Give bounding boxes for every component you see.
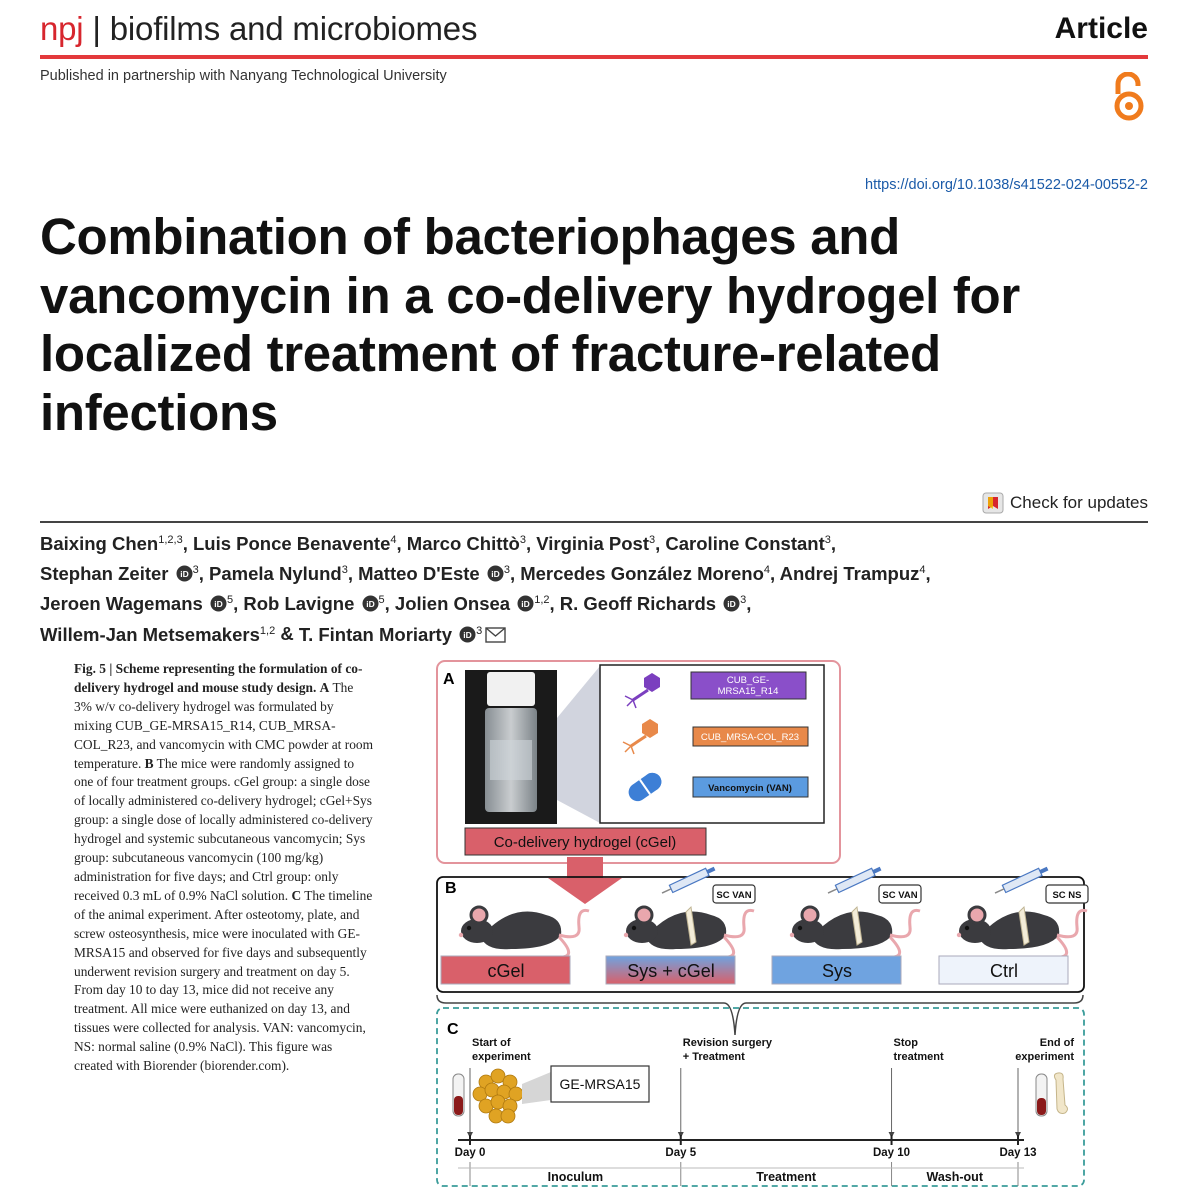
author[interactable]: Caroline Constant3 xyxy=(665,533,830,554)
author-name: R. Geoff Richards xyxy=(559,593,717,615)
title-line: Combination of bacteriophages and xyxy=(40,208,900,265)
authors-rule xyxy=(40,521,1148,523)
author[interactable]: Andrej Trampuz4 xyxy=(780,563,926,584)
svg-text:iD: iD xyxy=(214,599,223,609)
author[interactable]: Baixing Chen1,2,3 xyxy=(40,533,183,554)
caption-panel-ref: C xyxy=(291,887,302,903)
author[interactable]: Jolien Onsea iD 1,2 xyxy=(395,593,550,614)
author-name: Jolien Onsea xyxy=(394,593,511,615)
orcid-icon[interactable]: iD xyxy=(176,565,193,582)
author[interactable]: Mercedes González Moreno4 xyxy=(520,563,770,584)
affiliation-sup: 4 xyxy=(390,534,397,546)
author[interactable]: Pamela Nylund3 xyxy=(209,563,348,584)
affiliation-sup: 4 xyxy=(919,564,926,577)
doi-link[interactable]: https://doi.org/10.1038/s41522-024-00552… xyxy=(865,177,1148,193)
check-updates-icon xyxy=(982,492,1004,514)
partnership-note: Published in partnership with Nanyang Te… xyxy=(40,68,447,84)
orcid-icon[interactable]: iD xyxy=(210,595,227,612)
svg-text:iD: iD xyxy=(366,599,375,609)
orcid-icon[interactable]: iD xyxy=(459,626,476,643)
caption-text: The mice were randomly assigned to one o… xyxy=(74,755,373,903)
author-line: Willem-Jan Metsemakers1,2 & T. Fintan Mo… xyxy=(40,617,1150,647)
svg-text:iD: iD xyxy=(180,569,189,579)
journal-separator: | xyxy=(92,10,101,47)
author[interactable]: R. Geoff Richards iD 3 xyxy=(560,593,747,614)
orcid-icon[interactable]: iD xyxy=(487,565,504,582)
svg-text:iD: iD xyxy=(521,599,530,609)
author-name: Willem-Jan Metsemakers xyxy=(40,623,260,645)
author-name: Luis Ponce Benavente xyxy=(192,533,391,555)
author-name: Andrej Trampuz xyxy=(779,563,920,585)
header-rule xyxy=(40,55,1148,59)
journal-prefix: npj xyxy=(40,10,84,47)
svg-text:iD: iD xyxy=(491,569,500,579)
affiliation-sup: 3 xyxy=(649,534,656,546)
author[interactable]: Willem-Jan Metsemakers1,2 xyxy=(40,624,275,645)
affiliation-sup: 1,2 xyxy=(534,594,550,607)
author[interactable]: Marco Chittò3 xyxy=(407,533,526,554)
author-name: Marco Chittò xyxy=(406,533,520,555)
title-line: localized treatment of fracture-related xyxy=(40,325,941,382)
orcid-icon[interactable]: iD xyxy=(362,595,379,612)
author-name: T. Fintan Moriarty xyxy=(298,623,452,645)
author-name: Mercedes González Moreno xyxy=(520,563,764,585)
caption-text: The 3% w/v co-delivery hydrogel was form… xyxy=(74,679,374,771)
author-name: Pamela Nylund xyxy=(209,563,342,585)
affiliation-sup: 5 xyxy=(378,594,385,607)
author-list: Baixing Chen1,2,3, Luis Ponce Benavente4… xyxy=(40,527,1150,648)
article-title: Combination of bacteriophages and vancom… xyxy=(40,208,1150,442)
author-name: Rob Lavigne xyxy=(243,593,355,615)
author-name: Stephan Zeiter xyxy=(40,563,169,585)
caption-label: Fig. 5 | Scheme representing the formula… xyxy=(74,661,363,695)
svg-text:iD: iD xyxy=(463,630,472,640)
author-name: Matteo D'Este xyxy=(358,563,480,585)
svg-text:iD: iD xyxy=(727,599,736,609)
figure-caption: Fig. 5 | Scheme representing the formula… xyxy=(74,660,374,1076)
email-icon[interactable] xyxy=(485,626,506,643)
title-line: vancomycin in a co-delivery hydrogel for xyxy=(40,266,1020,324)
affiliation-sup: 3 xyxy=(740,594,747,607)
affiliation-sup: 3 xyxy=(824,534,831,546)
affiliation-sup: 5 xyxy=(226,594,234,607)
author-name: Jeroen Wagemans xyxy=(40,593,203,615)
caption-text: The timeline of the animal experiment. A… xyxy=(74,887,373,1074)
author-name: Virginia Post xyxy=(536,533,649,555)
affiliation-sup: 3 xyxy=(503,564,510,577)
check-for-updates-button[interactable]: Check for updates xyxy=(982,492,1148,514)
affiliation-sup: 3 xyxy=(519,534,526,546)
affiliation-sup: 3 xyxy=(341,564,348,577)
author-name: Caroline Constant xyxy=(665,533,825,555)
orcid-icon[interactable]: iD xyxy=(723,595,740,612)
affiliation-sup: 1,2,3 xyxy=(158,534,183,546)
caption-panel-ref: A xyxy=(319,679,330,695)
author-line: Baixing Chen1,2,3, Luis Ponce Benavente4… xyxy=(40,533,836,555)
open-access-icon[interactable] xyxy=(1110,72,1148,122)
affiliation-sup: 3 xyxy=(476,624,483,637)
article-type: Article xyxy=(1054,12,1148,45)
author[interactable]: T. Fintan Moriarty iD 3 xyxy=(299,624,506,645)
author-name: Baixing Chen xyxy=(40,533,159,555)
check-updates-label: Check for updates xyxy=(1010,493,1148,512)
journal-masthead: npj | biofilms and microbiomes xyxy=(40,10,477,48)
affiliation-sup: 1,2 xyxy=(259,624,276,637)
caption-panel-ref: B xyxy=(144,755,154,771)
affiliation-sup: 4 xyxy=(763,564,771,577)
author[interactable]: Luis Ponce Benavente4 xyxy=(193,533,397,554)
title-line: infections xyxy=(40,383,278,441)
journal-name: biofilms and microbiomes xyxy=(109,10,478,47)
orcid-icon[interactable]: iD xyxy=(517,595,534,612)
affiliation-sup: 3 xyxy=(192,564,199,577)
author[interactable]: Virginia Post3 xyxy=(536,533,655,554)
